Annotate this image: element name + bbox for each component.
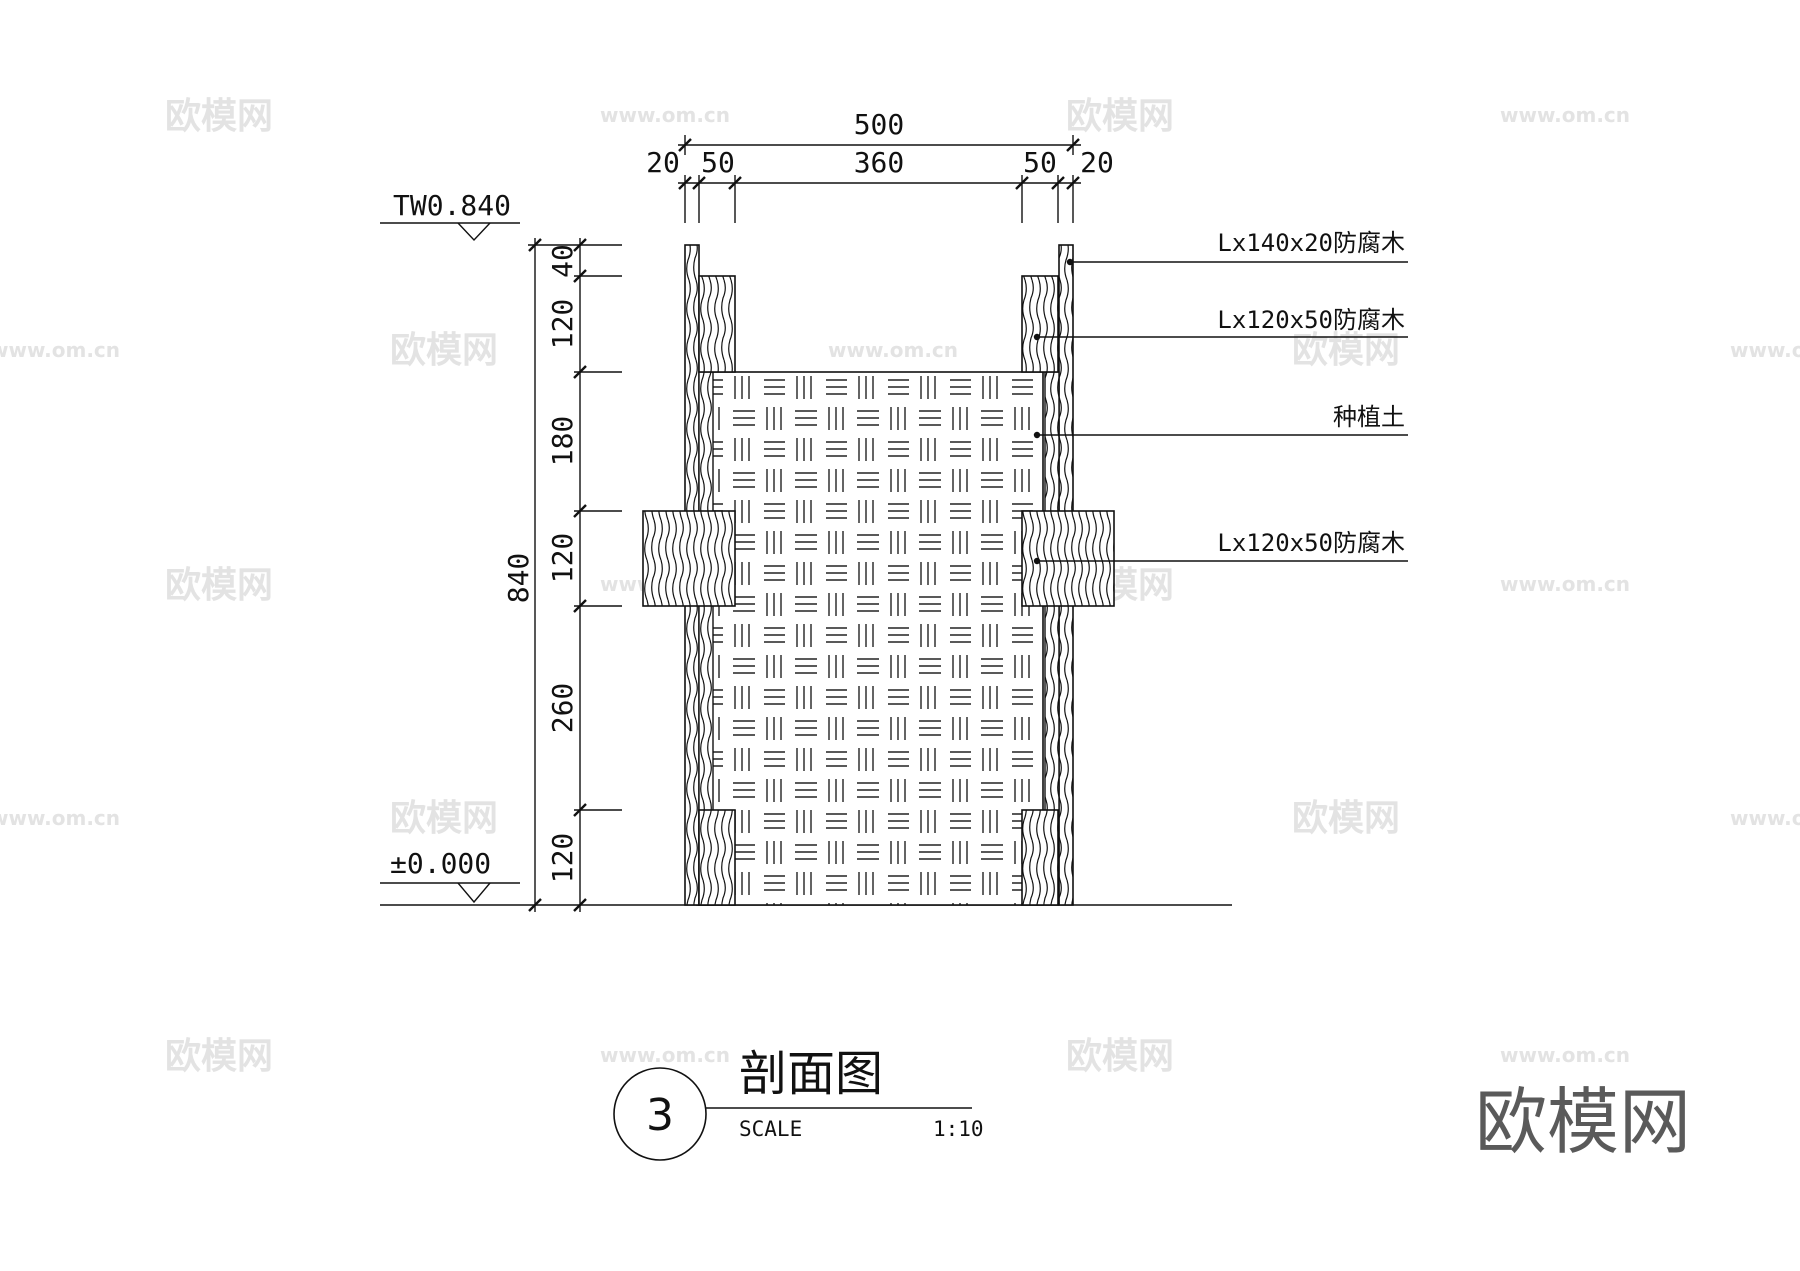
scale-value: 1:10	[933, 1117, 984, 1141]
top-dimension-chain	[678, 135, 1081, 223]
watermark-brand-20: 欧模网	[1066, 1036, 1174, 1077]
callout-dots	[1033, 258, 1074, 565]
planting-soil	[696, 371, 1044, 906]
watermark-site-12: www.om.cn	[1500, 572, 1630, 596]
dim-left-seg-2: 120	[546, 299, 579, 350]
watermark-site-21: www.om.cn	[1500, 1043, 1630, 1067]
callout-outer-board: Lx140x20防腐木	[1217, 229, 1405, 257]
dim-top-seg-3: 360	[854, 146, 905, 179]
watermark-site-1: www.om.cn	[600, 103, 730, 127]
watermark-brand-18: 欧模网	[165, 1036, 273, 1077]
watermark-layer: 欧模网 www.om.cn 欧模网 www.om.cn www.om.cn 欧模网 www.…	[0, 96, 1800, 1077]
drawing-number-circle	[613, 1067, 707, 1161]
top-batten-right	[1021, 275, 1059, 373]
dim-top-seg-4: 50	[1023, 146, 1057, 179]
mid-batten-left	[642, 510, 736, 607]
bottom-batten-left	[698, 809, 736, 906]
bottom-batten-right	[1021, 809, 1059, 906]
watermark-site-3: www.om.cn	[1500, 103, 1630, 127]
watermark-brand-2: 欧模网	[1066, 96, 1174, 137]
callout-planting-soil: 种植土	[1333, 403, 1405, 431]
watermark-brand-14: 欧模网	[390, 798, 498, 839]
callout-mid-batten: Lx120x50防腐木	[1217, 529, 1405, 557]
dim-overall-width: 500	[854, 108, 905, 141]
left-dimension-chain	[528, 238, 622, 912]
dim-top-seg-5: 20	[1080, 146, 1114, 179]
drawing-title: 剖面图	[739, 1046, 883, 1102]
watermark-site-8: www.om.cn	[1730, 338, 1800, 362]
dim-top-seg-1: 20	[646, 146, 680, 179]
top-batten-left	[698, 275, 736, 373]
level-marker-bottom	[380, 882, 520, 904]
watermark-site-4: www.om.cn	[0, 338, 120, 362]
dim-left-seg-1: 40	[546, 244, 579, 278]
watermark-brand-5: 欧模网	[390, 330, 498, 371]
watermark-site-13: www.om.cn	[0, 806, 120, 830]
level-top-label: TW0.840	[393, 189, 511, 222]
level-marker-top	[380, 222, 520, 242]
dim-left-seg-5: 260	[546, 683, 579, 734]
callout-top-batten: Lx120x50防腐木	[1217, 306, 1405, 334]
scale-label: SCALE	[739, 1117, 802, 1141]
watermark-brand-9: 欧模网	[165, 565, 273, 606]
dim-overall-height: 840	[502, 553, 535, 604]
watermark-site-6: www.om.cn	[828, 338, 958, 362]
level-bottom-label: ±0.000	[390, 847, 491, 880]
dim-top-seg-2: 50	[701, 146, 735, 179]
dim-left-seg-4: 120	[546, 533, 579, 584]
brand-watermark-large: 欧模网	[1475, 1080, 1691, 1164]
watermark-brand-0: 欧模网	[165, 96, 273, 137]
watermark-brand-7: 欧模网	[1292, 330, 1400, 371]
watermark-site-19: www.om.cn	[600, 1043, 730, 1067]
drawing-number: 3	[646, 1090, 674, 1141]
callout-leaders	[1037, 261, 1408, 562]
watermark-brand-16: 欧模网	[1292, 798, 1400, 839]
dim-left-seg-6: 120	[546, 833, 579, 884]
watermark-site-17: www.om.cn	[1730, 806, 1800, 830]
dim-left-seg-3: 180	[546, 416, 579, 467]
